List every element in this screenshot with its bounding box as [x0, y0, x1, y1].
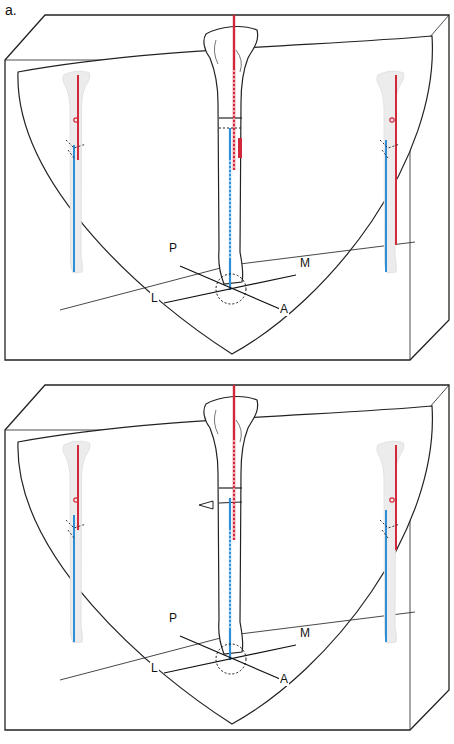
reference-axis [180, 636, 280, 679]
axis-offset [238, 138, 242, 158]
mechanical-axis [385, 510, 387, 642]
bone-contour [214, 410, 241, 442]
ankle-target [216, 274, 246, 304]
floor-edge [60, 635, 232, 680]
reference-axis [164, 645, 296, 673]
box-panel [5, 385, 449, 730]
mechanical-axis [233, 440, 235, 540]
angle-mark [66, 520, 86, 538]
axis-letter: M [299, 627, 311, 640]
mechanical-axis [233, 70, 235, 170]
angle-mark [66, 140, 86, 158]
mechanical-axis [233, 385, 235, 540]
osteotomy-cut [219, 487, 242, 488]
mechanical-axis [395, 445, 397, 550]
wall-projection [377, 441, 404, 643]
wedge-marker [199, 501, 213, 509]
hinge-point [390, 118, 394, 122]
box-panel [5, 15, 449, 360]
axis-letter: L [150, 662, 159, 675]
axis-letter: P [168, 242, 178, 255]
mechanical-axis [229, 128, 231, 290]
hinge-point [74, 498, 78, 502]
wall-projection [63, 441, 90, 643]
angle-mark [380, 520, 400, 538]
axis-letter: A [279, 673, 289, 686]
mechanical-axis [229, 160, 231, 260]
bone-contour [214, 40, 241, 72]
mechanical-axis [77, 75, 79, 160]
wall-projection [377, 71, 404, 273]
panel-letter: a. [4, 2, 18, 18]
floor-edge [60, 265, 232, 310]
hinge-point [390, 498, 394, 502]
axis-letter: P [168, 612, 178, 625]
axis-letter: L [150, 292, 159, 305]
angle-mark [380, 140, 400, 158]
mechanical-axis [73, 145, 75, 272]
mechanical-axis [229, 530, 231, 630]
box-frame [5, 15, 449, 360]
reference-axis [164, 275, 296, 303]
ankle-target [216, 644, 246, 674]
mechanical-axis [77, 445, 79, 530]
reference-axis [180, 266, 280, 309]
axis-letter: M [299, 257, 311, 270]
mechanical-axis [229, 498, 231, 660]
axis-letter: A [279, 303, 289, 316]
mechanical-axis [395, 75, 397, 245]
osteotomy-cut [219, 117, 242, 118]
mechanical-axis [233, 15, 235, 170]
mechanical-axis [385, 140, 387, 272]
wall-projection [63, 71, 90, 273]
hinge-point [74, 118, 78, 122]
mechanical-axis [73, 515, 75, 642]
box-frame [5, 385, 449, 730]
